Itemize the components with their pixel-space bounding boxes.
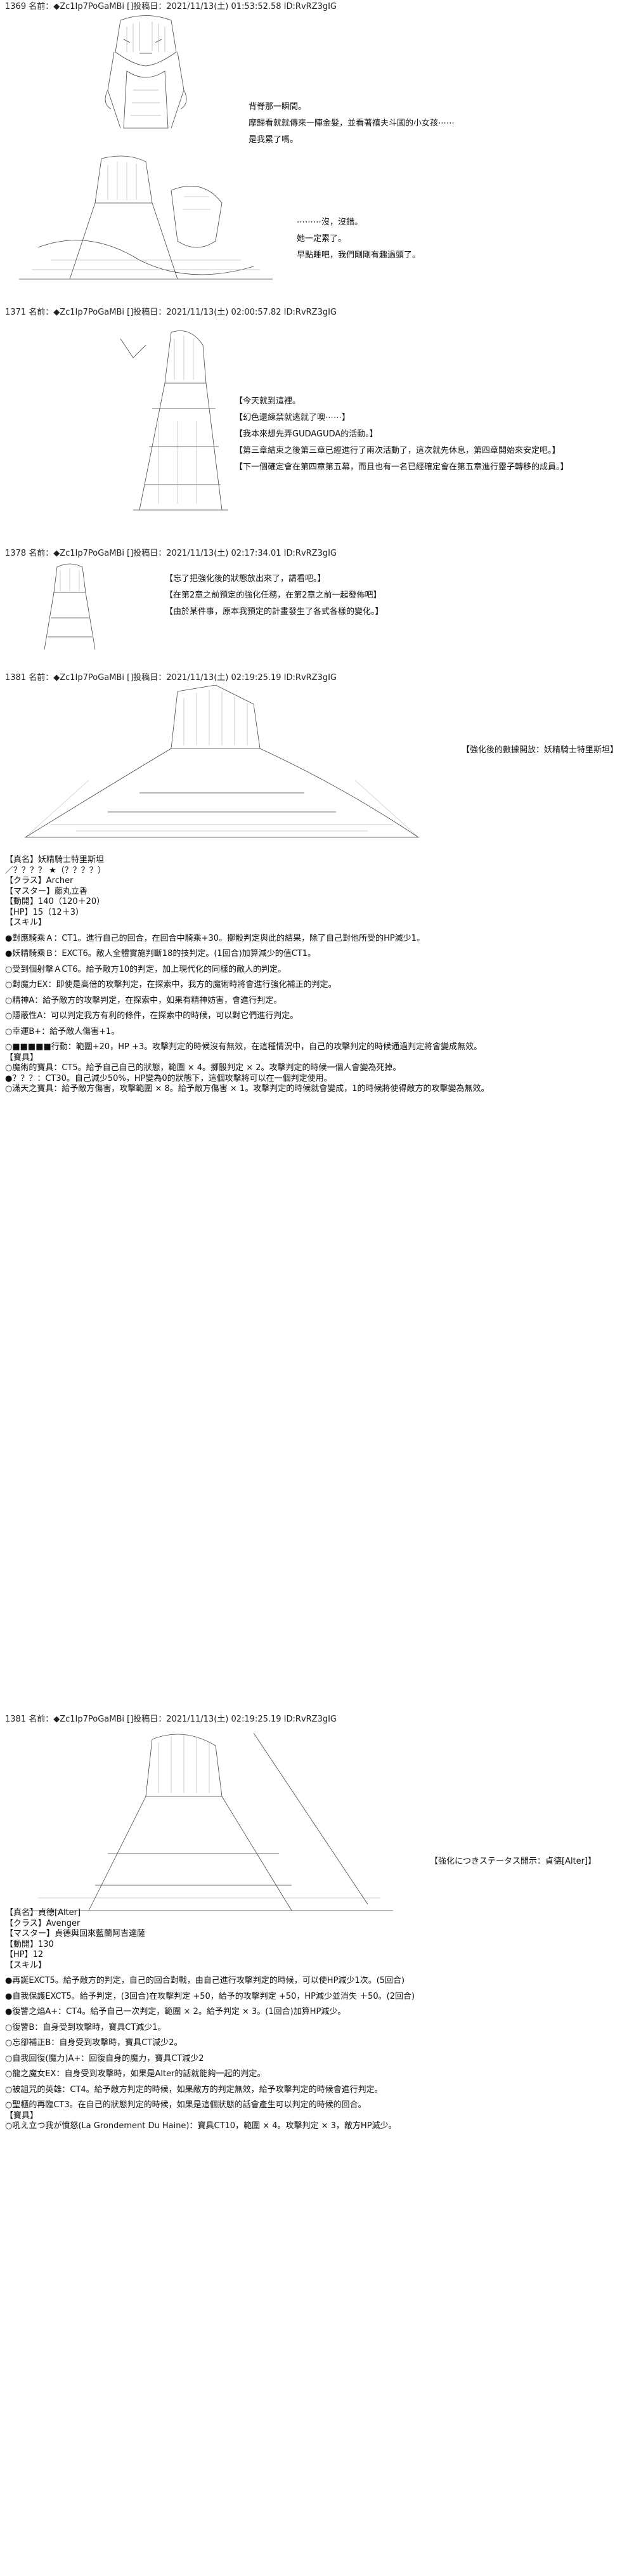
post-1371: 1371 名前：◆Zc1Ip7PoGaMBi []投稿日：2021/11/13(… — [0, 306, 634, 540]
speech-caption: 【強化につきステータス開示：貞德[Alter]】 — [430, 1857, 597, 1866]
speech-line: 她一定累了。 — [297, 234, 347, 244]
stat-spacer — [5, 1006, 489, 1011]
stat-line: 【スキル】 — [5, 1960, 47, 1970]
stat-line: ○魔術的寶具：CT5。給予自己自己的狀態，範圍 × 4。擲骰判定 × 2。攻擊判… — [5, 1063, 401, 1073]
stat-line: 【真名】貞德[Alter] — [5, 1908, 81, 1918]
post-header: 1378 名前：◆Zc1Ip7PoGaMBi []投稿日：2021/11/13(… — [5, 549, 337, 558]
speech-line: 【幻色還練禁就逃就了噢⋯⋯】 — [235, 413, 351, 422]
stat-line: 【動開】140（120＋20） — [5, 897, 105, 906]
post-header: 1381 名前：◆Zc1Ip7PoGaMBi []投稿日：2021/11/13(… — [5, 673, 337, 683]
speech-line: 【由於某件事，原本我預定的計畫發生了各式各樣的變化。】 — [165, 607, 384, 617]
stat-spacer — [5, 1037, 489, 1042]
stat-block: 【真名】妖精騎士特里斯坦 ／？？？？ ★（？？？？） 【クラス】Archer 【… — [5, 855, 489, 1095]
stat-line: ●妖精騎乘Ｂ：EXCT6。敵人全體實施判斷18的技判定。(1回合)加算減少的值C… — [5, 949, 316, 958]
stat-line: ○滿天之寶具：給予敵方傷害，攻擊範圍 × 8。給予敵方傷害 × 1。攻擊判定的時… — [5, 1084, 489, 1094]
ascii-art-two-girls — [13, 152, 279, 292]
speech-caption: 【強化後的數據開放：妖精騎士特里斯坦】 — [462, 745, 619, 755]
stat-line: ○■■■■■行動：範圍+20，HP +3。攻擊判定的時候沒有無效，在這種情況中，… — [5, 1042, 482, 1052]
stat-spacer — [5, 1987, 415, 1992]
stat-line: ○忘卻補正B：自身受到攻擊時，寶具CT減少2。 — [5, 2038, 183, 2048]
stat-spacer — [5, 1971, 415, 1976]
ascii-art-jeanne-alter — [13, 1727, 406, 1917]
stat-spacer — [5, 975, 489, 980]
stat-line: ●自我保護EXCT5。給予判定，(3回合)在攻擊判定 +50，給予的攻擊判定 +… — [5, 1991, 415, 2001]
stat-spacer — [5, 1022, 489, 1027]
stat-line: ○復讐B：自身受到攻擊時，寶具CT減少1。 — [5, 2022, 166, 2032]
stat-line: ○聖櫃的再臨CT3。在自己的狀態判定的時候，如果是這個狀態的話會產生可以判定的時… — [5, 2100, 366, 2110]
post-header: 1369 名前：◆Zc1Ip7PoGaMBi []投稿日：2021/11/13(… — [5, 2, 337, 11]
stat-spacer — [5, 929, 489, 934]
speech-block: ⋯⋯⋯沒，沒錯。 她一定累了。 早點睡吧，我們剛剛有趣過頭了。 — [297, 217, 420, 261]
stat-line: ●對應騎乘Ａ：CT1。進行自己的回合，在回合中騎乘+30。擲骰判定與此的結果，除… — [5, 933, 425, 943]
ascii-art-girl — [95, 14, 197, 134]
stat-line: 【クラス】Avenger — [5, 1918, 81, 1928]
speech-line: 是我累了嗎。 — [249, 135, 299, 145]
stat-line: 【HP】12 — [5, 1950, 44, 1959]
stat-line: ○自我回復(魔力)A+：回復自身的魔力，寶具CT減少2 — [5, 2053, 204, 2063]
post-1381-jeanne-alter: 1381 名前：◆Zc1Ip7PoGaMBi []投稿日：2021/11/13(… — [0, 1713, 634, 2575]
stat-line: ○龍之魔女EX：自身受到攻擊時，如果是Alter的話就能夠一起的判定。 — [5, 2069, 266, 2079]
stat-spacer — [5, 944, 489, 949]
post-1378: 1378 名前：◆Zc1Ip7PoGaMBi []投稿日：2021/11/13(… — [0, 547, 634, 664]
stat-spacer — [5, 2018, 415, 2023]
stat-spacer — [5, 2064, 415, 2069]
speech-line: 【下一個確定會在第四章第五幕，而且也有一名已經確定會在第五章進行靈子轉移的成員。… — [235, 462, 569, 472]
stat-line: ●？？？：CT30。自己減少50%，HP變為0的狀態下，這個攻擊將可以在一個判定… — [5, 1073, 332, 1083]
stat-line: ○受到個射擊ＡCT6。給予敵方10的判定，加上現代化的同樣的敵人的判定。 — [5, 964, 287, 974]
stat-line: ○被詛咒的英雄：CT4。給予敵方判定的時候，如果敵方的判定無效，給予攻擊判定的時… — [5, 2084, 383, 2095]
stat-spacer — [5, 2033, 415, 2038]
stat-line: ○精神A：給予敵方的攻擊判定，在探索中，如果有精神妨害，會進行判定。 — [5, 995, 282, 1005]
stat-line: 【真名】妖精騎士特里斯坦 — [5, 855, 105, 865]
stat-spacer — [5, 2002, 415, 2007]
post-1381-tristan: 1381 名前：◆Zc1Ip7PoGaMBi []投稿日：2021/11/13(… — [0, 671, 634, 1166]
stat-line: ○吼え立つ我が憤怒(La Grondement Du Haine)：寶具CT10… — [5, 2121, 397, 2131]
speech-block: 【忘了把強化後的狀態放出來了，請看吧。】 【在第2章之前預定的強化任務，在第2章… — [165, 573, 384, 618]
stat-spacer — [5, 991, 489, 996]
speech-line: 【在第2章之前預定的強化任務，在第2章之前一起發佈吧】 — [165, 591, 382, 600]
speech-line: ⋯⋯⋯沒，沒錯。 — [297, 218, 363, 227]
stat-line: ○對魔力EX：即使是高倍的攻擊判定，在探索中，我方的魔術時將會進行強化補正的判定… — [5, 980, 337, 990]
post-1369: 1369 名前：◆Zc1Ip7PoGaMBi []投稿日：2021/11/13(… — [0, 0, 634, 298]
speech-line: 【今天就到這裡。 — [235, 396, 301, 406]
stat-line: ○隱蔽性A：可以判定我方有利的條件，在探索中的時候，可以對它們進行判定。 — [5, 1011, 299, 1021]
speech-line: 【我本來想先弄GUDAGUDA的活動。】 — [235, 429, 378, 439]
stat-spacer — [5, 960, 489, 965]
stat-line: 【動開】130 — [5, 1939, 54, 1949]
stat-spacer — [5, 2095, 415, 2100]
speech-line: 早點睡吧，我們剛剛有趣過頭了。 — [297, 251, 421, 260]
stat-line: ●復讐之焰A+：CT4。給予自己一次判定，範圍 × 2。給予判定 × 3。(1回… — [5, 2007, 346, 2017]
stat-spacer — [5, 2049, 415, 2054]
stat-line: ○幸運B+：給予敵人傷害+1。 — [5, 1026, 120, 1036]
post-header: 1381 名前：◆Zc1Ip7PoGaMBi []投稿日：2021/11/13(… — [5, 1715, 337, 1724]
ascii-art-hooded-figure — [95, 320, 247, 529]
stat-line: 【寶具】 — [5, 2110, 39, 2121]
speech-line: 【忘了把強化後的狀態放出來了，請看吧。】 — [165, 574, 326, 584]
speech-block: 背脊那一瞬間。 摩歸看就就傳來一陣金髮，並看著禧夫斗國的小女孩⋯⋯ 是我累了嗎。 — [249, 101, 455, 146]
speech-line: 【第三章結束之後第三章已經進行了兩次活動了，這次就先休息，第四章開始來安定吧。】 — [235, 446, 560, 455]
stat-line: 【寶具】 — [5, 1052, 39, 1062]
stat-line: 【マスター】藤丸立香 — [5, 886, 88, 896]
stat-line: ／？？？？ ★（？？？？） — [5, 865, 106, 875]
ascii-art-small-girl — [25, 561, 114, 656]
stat-spacer — [5, 2080, 415, 2085]
stat-line: 【HP】15（12＋3） — [5, 907, 84, 917]
stat-line: 【スキル】 — [5, 918, 47, 927]
stat-block: 【真名】貞德[Alter] 【クラス】Avenger 【マスター】貞德與回來藍蘭… — [5, 1908, 415, 2132]
stat-line: 【クラス】Archer — [5, 876, 74, 886]
post-header: 1371 名前：◆Zc1Ip7PoGaMBi []投稿日：2021/11/13(… — [5, 308, 337, 317]
ascii-art-fairy-knight-tristan — [13, 685, 431, 850]
stat-line: 【マスター】貞德與回來藍蘭阿吉達薩 — [5, 1929, 146, 1939]
speech-block: 【今天就到這裡。 【幻色還練禁就逃就了噢⋯⋯】 【我本來想先弄GUDAGUDA的… — [235, 396, 569, 473]
stat-line: ●再誕EXCT5。給予敵方的判定，自己的回合對戰，由自己進行攻擊判定的時候，可以… — [5, 1976, 405, 1985]
speech-line: 背脊那一瞬間。 — [249, 102, 307, 112]
speech-line: 摩歸看就就傳來一陣金髮，並看著禧夫斗國的小女孩⋯⋯ — [249, 119, 455, 128]
